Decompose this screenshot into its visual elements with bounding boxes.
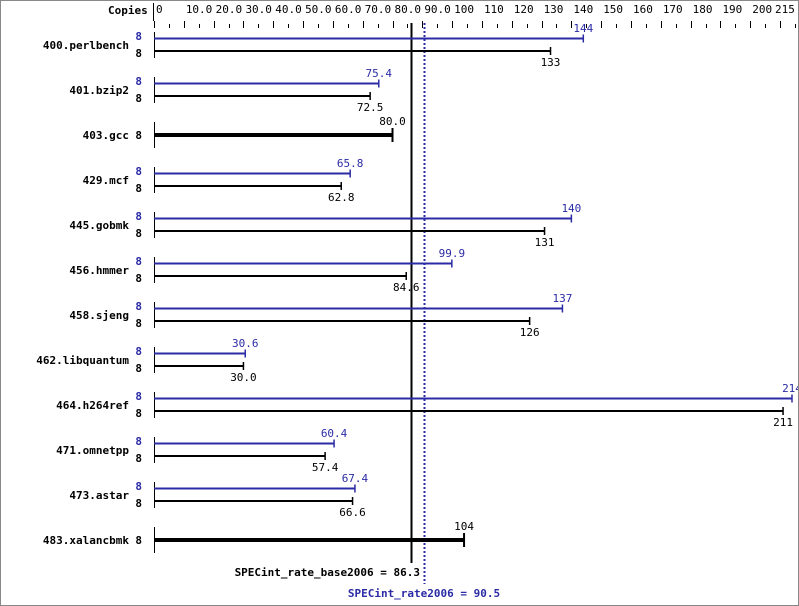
peak-copies: 8 — [135, 30, 142, 43]
axis-tick-label: 80.0 — [395, 3, 422, 16]
benchmark-name: 462.libquantum — [36, 354, 129, 367]
peak-value-label: 214 — [782, 382, 798, 395]
base-value-label: 131 — [535, 236, 555, 249]
axis-tick-label: 70.0 — [365, 3, 392, 16]
base-value-label: 84.6 — [393, 281, 420, 294]
axis-tick-label: 120 — [514, 3, 534, 16]
axis-tick-label: 50.0 — [305, 3, 332, 16]
benchmark-name: 400.perlbench — [43, 39, 129, 52]
axis-tick-label: 180 — [693, 3, 713, 16]
axis-tick-label: 215 — [775, 3, 795, 16]
axis-tick-label: 170 — [663, 3, 683, 16]
base-copies: 8 — [135, 407, 142, 420]
peak-value-label: 67.4 — [342, 472, 369, 485]
base-value-label: 126 — [520, 326, 540, 339]
peak-copies: 8 — [135, 165, 142, 178]
axis-tick-label: 100 — [454, 3, 474, 16]
base-value-label: 62.8 — [328, 191, 355, 204]
axis-tick-label: 200 — [752, 3, 772, 16]
benchmark-name: 445.gobmk — [69, 219, 129, 232]
base-copies: 8 — [135, 227, 142, 240]
axis-tick-label: 60.0 — [335, 3, 362, 16]
axis-tick-label: 160 — [633, 3, 653, 16]
benchmark-name: 403.gcc — [83, 129, 129, 142]
base-copies: 8 — [135, 272, 142, 285]
peak-value-label: 30.6 — [232, 337, 259, 350]
benchmark-name: 458.sjeng — [69, 309, 129, 322]
axis-tick-label: 0 — [156, 3, 163, 16]
peak-copies: 8 — [135, 480, 142, 493]
benchmark-name: 483.xalancbmk — [43, 534, 129, 547]
peak-summary-label: SPECint_rate2006 = 90.5 — [348, 587, 500, 600]
base-copies: 8 — [135, 92, 142, 105]
benchmark-name: 429.mcf — [83, 174, 129, 187]
peak-value-label: 144 — [573, 22, 593, 35]
base-value-label: 30.0 — [230, 371, 257, 384]
base-value-label: 80.0 — [379, 115, 406, 128]
axis-tick-label: 110 — [484, 3, 504, 16]
peak-value-label: 60.4 — [321, 427, 348, 440]
axis-tick-label: 30.0 — [245, 3, 272, 16]
axis-tick-label: 150 — [603, 3, 623, 16]
base-value-label: 211 — [773, 416, 793, 429]
peak-copies: 8 — [135, 390, 142, 403]
axis-tick-label: 130 — [544, 3, 564, 16]
base-value-label: 57.4 — [312, 461, 339, 474]
benchmark-name: 471.omnetpp — [56, 444, 129, 457]
base-value-label: 133 — [541, 56, 561, 69]
benchmark-name: 456.hmmer — [69, 264, 129, 277]
base-copies: 8 — [135, 317, 142, 330]
axis-tick-label: 190 — [722, 3, 742, 16]
base-copies: 8 — [135, 129, 142, 142]
axis-tick-label: 140 — [573, 3, 593, 16]
peak-copies: 8 — [135, 210, 142, 223]
base-value-label: 72.5 — [357, 101, 384, 114]
peak-copies: 8 — [135, 75, 142, 88]
axis-tick-label: 20.0 — [216, 3, 243, 16]
peak-copies: 8 — [135, 255, 142, 268]
peak-value-label: 140 — [561, 202, 581, 215]
axis-tick-label: 10.0 — [186, 3, 213, 16]
base-copies: 8 — [135, 534, 142, 547]
base-value-label: 104 — [454, 520, 474, 533]
peak-copies: 8 — [135, 345, 142, 358]
base-copies: 8 — [135, 47, 142, 60]
axis-tick-label: 40.0 — [275, 3, 302, 16]
base-copies: 8 — [135, 362, 142, 375]
benchmark-name: 464.h264ref — [56, 399, 129, 412]
peak-copies: 8 — [135, 435, 142, 448]
base-value-label: 66.6 — [339, 506, 366, 519]
peak-value-label: 75.4 — [366, 67, 393, 80]
peak-value-label: 65.8 — [337, 157, 364, 170]
peak-value-label: 137 — [553, 292, 573, 305]
copies-header: Copies — [108, 4, 148, 17]
peak-value-label: 99.9 — [439, 247, 466, 260]
base-copies: 8 — [135, 182, 142, 195]
base-copies: 8 — [135, 452, 142, 465]
benchmark-name: 401.bzip2 — [69, 84, 129, 97]
base-copies: 8 — [135, 497, 142, 510]
peak-copies: 8 — [135, 300, 142, 313]
base-summary-label: SPECint_rate_base2006 = 86.3 — [235, 566, 420, 579]
axis-tick-label: 90.0 — [424, 3, 451, 16]
benchmark-name: 473.astar — [69, 489, 129, 502]
